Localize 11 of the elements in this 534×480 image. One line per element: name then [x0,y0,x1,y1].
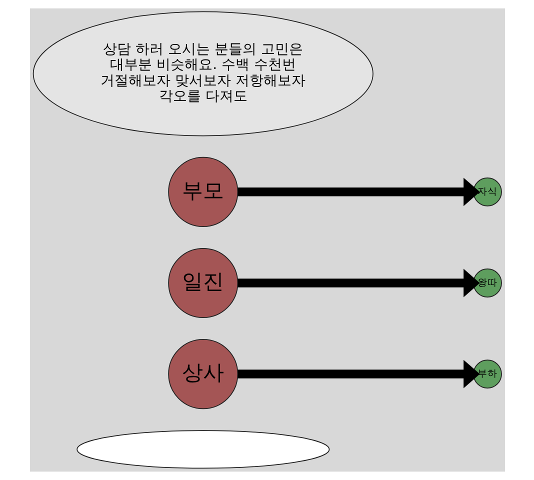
node-circle: 부모 [168,156,238,227]
arrow [237,360,480,388]
arrow [237,268,480,298]
node-circle: 일진 [168,248,238,318]
node-circle: 왕따 [472,268,502,298]
node-ellipse: 상담 하러 오시는 분들의 고민은 대부분 비슷해요. 수백 수천번 거절해보자 맞서보자 저항해보자 각오를 다져도 [32,11,373,136]
arrow [237,178,480,206]
node-circle: 자식 [472,177,502,206]
node-circle: 부하 [472,360,502,388]
node-circle: 상사 [168,339,238,410]
node-ellipse [76,430,330,469]
